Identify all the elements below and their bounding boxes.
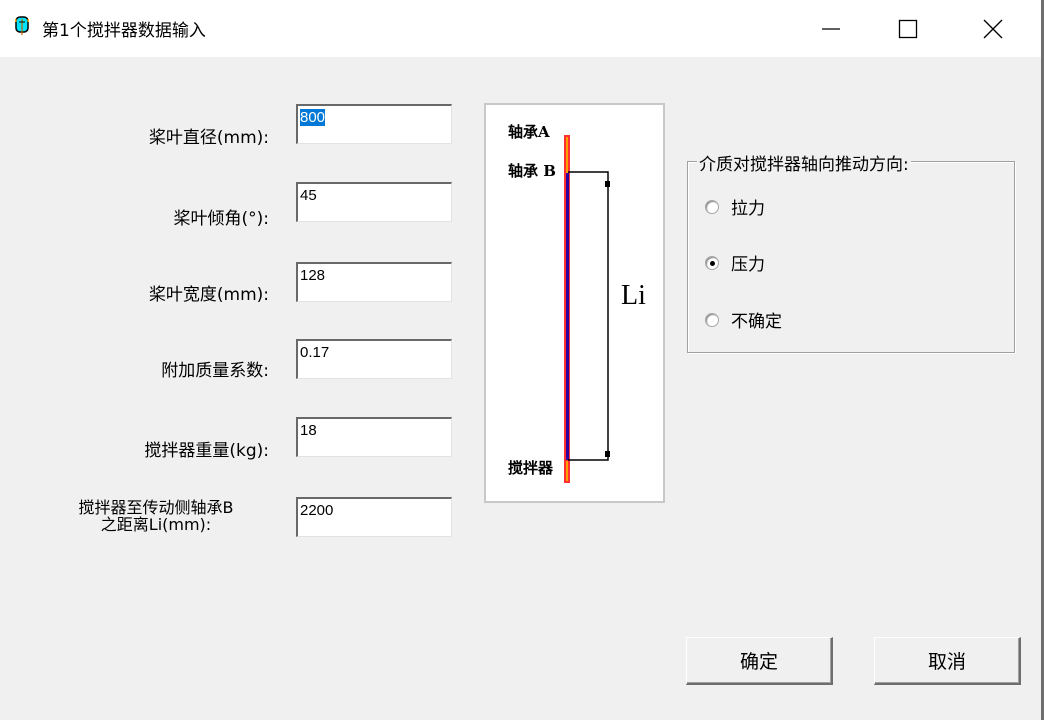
added-mass-coefficient-input[interactable]: 0.17 xyxy=(296,339,452,379)
radio-tension[interactable]: 拉力 xyxy=(705,194,765,219)
agitator-distance-value: 2200 xyxy=(300,502,334,519)
agitator-label: 搅拌器 xyxy=(508,459,554,477)
maximize-icon xyxy=(898,19,918,38)
minimize-button[interactable] xyxy=(796,0,866,57)
agitator-distance-label-line1: 搅拌器至传动侧轴承B xyxy=(78,498,234,517)
radio-compression-label: 压力 xyxy=(731,255,765,275)
close-icon xyxy=(983,19,1003,38)
thrust-direction-title: 介质对搅拌器轴向推动方向: xyxy=(697,150,911,175)
agitator-distance-label-line2: 之距离Li(mm): xyxy=(100,515,212,534)
window-border xyxy=(1041,0,1044,720)
agitator-weight-input[interactable]: 18 xyxy=(296,417,452,457)
agitator-distance-input[interactable]: 2200 xyxy=(296,497,452,537)
radio-compression[interactable]: 压力 xyxy=(705,250,765,275)
radio-circle-icon[interactable] xyxy=(705,199,719,214)
ok-button[interactable]: 确定 xyxy=(686,637,833,685)
agitator-weight-value: 18 xyxy=(300,422,317,439)
blade-angle-value: 45 xyxy=(300,187,317,204)
bearing-a-label: 轴承A xyxy=(508,123,550,141)
distance-li-label: Li xyxy=(621,280,646,311)
radio-uncertain[interactable]: 不确定 xyxy=(705,307,782,332)
radio-checked-icon[interactable] xyxy=(705,255,719,270)
blade-diameter-value: 800 xyxy=(300,109,326,126)
bearing-b-label: 轴承 B xyxy=(508,162,556,180)
radio-circle-icon[interactable] xyxy=(705,312,719,327)
blade-angle-label: 桨叶倾角(°): xyxy=(173,209,270,229)
shaft-drawing xyxy=(564,135,610,483)
agitator-weight-label: 搅拌器重量(kg): xyxy=(144,441,269,461)
added-mass-coefficient-value: 0.17 xyxy=(300,344,330,361)
radio-uncertain-label: 不确定 xyxy=(731,312,782,332)
agitator-diagram: 轴承A 轴承 B 搅拌器 Li xyxy=(484,103,665,503)
title-bar[interactable]: 第1个搅拌器数据输入 xyxy=(0,0,1041,57)
blade-width-value: 128 xyxy=(300,267,326,284)
agitator-app-icon xyxy=(15,16,29,35)
radio-tension-label: 拉力 xyxy=(731,199,765,219)
blade-diameter-label: 桨叶直径(mm): xyxy=(148,128,269,148)
minimize-icon xyxy=(822,27,840,30)
agitator-distance-label: 搅拌器至传动侧轴承B 之距离Li(mm): xyxy=(40,499,272,533)
window-title: 第1个搅拌器数据输入 xyxy=(42,21,206,41)
close-button[interactable] xyxy=(958,0,1028,57)
blade-diameter-input[interactable]: 800 xyxy=(296,104,452,144)
cancel-button[interactable]: 取消 xyxy=(874,637,1021,685)
maximize-button[interactable] xyxy=(873,0,943,57)
blade-angle-input[interactable]: 45 xyxy=(296,182,452,222)
blade-width-label: 桨叶宽度(mm): xyxy=(148,285,269,305)
blade-width-input[interactable]: 128 xyxy=(296,262,452,302)
added-mass-coefficient-label: 附加质量系数: xyxy=(161,361,269,381)
